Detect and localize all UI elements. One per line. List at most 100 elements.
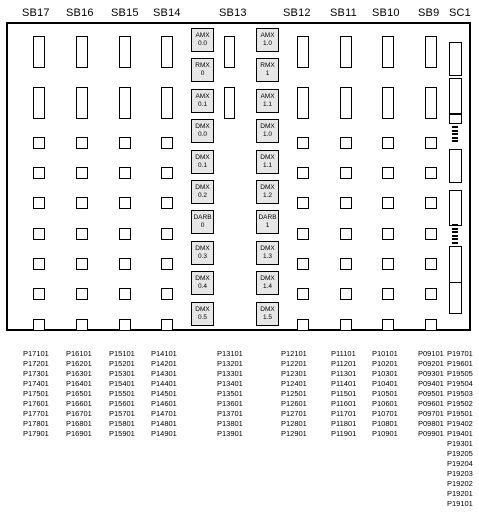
slot-sb15-9 bbox=[119, 319, 131, 331]
port-label: P19101 bbox=[447, 499, 473, 508]
slot-sb9-tall-2 bbox=[425, 87, 437, 119]
port-label: P15401 bbox=[109, 379, 135, 388]
slot-sb14-4 bbox=[161, 167, 173, 179]
port-label: P09801 bbox=[418, 419, 444, 428]
port-label: P12301 bbox=[281, 369, 307, 378]
slot-sb16-8 bbox=[76, 288, 88, 300]
module-index: 0.3 bbox=[197, 253, 208, 260]
port-label: P17801 bbox=[23, 419, 49, 428]
slot-sb11-8 bbox=[340, 288, 352, 300]
slot-header-sb17: SB17 bbox=[22, 7, 50, 19]
port-label: P10101 bbox=[372, 349, 398, 358]
module-name: DMX bbox=[195, 245, 210, 252]
port-label: P14901 bbox=[151, 429, 177, 438]
slot-sb9-7 bbox=[425, 258, 437, 270]
module-index: 0.2 bbox=[197, 192, 208, 199]
port-label: P14601 bbox=[151, 399, 177, 408]
slot-sb11-7 bbox=[340, 258, 352, 270]
port-label: P19301 bbox=[447, 439, 473, 448]
slot-sb16-tall-1 bbox=[76, 36, 88, 68]
slot-sb17-8 bbox=[33, 288, 45, 300]
module-index: 1.4 bbox=[262, 283, 273, 290]
port-label: P14501 bbox=[151, 389, 177, 398]
slot-sb10-tall-1 bbox=[382, 36, 394, 68]
slot-header-sb9: SB9 bbox=[418, 7, 440, 19]
slot-sb17-7 bbox=[33, 258, 45, 270]
slot-sb11-3 bbox=[340, 137, 352, 149]
port-label: P13401 bbox=[217, 379, 243, 388]
slot-sb9-4 bbox=[425, 167, 437, 179]
port-label: P19402 bbox=[447, 419, 473, 428]
port-label: P10701 bbox=[372, 409, 398, 418]
slot-sb15-tall-2 bbox=[119, 87, 131, 119]
slot-sb9-8 bbox=[425, 288, 437, 300]
port-label: P11401 bbox=[331, 379, 357, 388]
port-label: P09601 bbox=[418, 399, 444, 408]
port-label: P12201 bbox=[281, 359, 307, 368]
port-label: P17701 bbox=[23, 409, 49, 418]
port-label: P17301 bbox=[23, 369, 49, 378]
slot-sb17-5 bbox=[33, 197, 45, 209]
slot-sb12-7 bbox=[297, 258, 309, 270]
port-label: P16101 bbox=[66, 349, 92, 358]
module-name: AMX bbox=[260, 93, 275, 100]
slot-sb16-6 bbox=[76, 228, 88, 240]
slot-sb12-6 bbox=[297, 228, 309, 240]
port-label: P17201 bbox=[23, 359, 49, 368]
slot-sb10-7 bbox=[382, 258, 394, 270]
port-label: P15601 bbox=[109, 399, 135, 408]
slot-header-sb16: SB16 bbox=[66, 7, 94, 19]
module-index: 0 bbox=[200, 222, 205, 229]
sc1-connector-pin bbox=[452, 231, 458, 233]
port-label: P16501 bbox=[66, 389, 92, 398]
slot-sb12-tall-2 bbox=[297, 87, 309, 119]
port-label: P15301 bbox=[109, 369, 135, 378]
port-label: P15701 bbox=[109, 409, 135, 418]
port-label: P12701 bbox=[281, 409, 307, 418]
module-name: DMX bbox=[260, 275, 275, 282]
sc1-connector-pin bbox=[452, 140, 458, 142]
port-label: P11601 bbox=[331, 399, 357, 408]
sc1-connector-pin bbox=[452, 224, 458, 226]
port-label: P10501 bbox=[372, 389, 398, 398]
slot-sb9-6 bbox=[425, 228, 437, 240]
port-label: P10201 bbox=[372, 359, 398, 368]
module-name: DMX bbox=[260, 306, 275, 313]
slot-sb12-3 bbox=[297, 137, 309, 149]
port-label: P14301 bbox=[151, 369, 177, 378]
module-index: 0.4 bbox=[197, 283, 208, 290]
module-name: AMX bbox=[260, 32, 275, 39]
port-label: P13701 bbox=[217, 409, 243, 418]
port-label: P16201 bbox=[66, 359, 92, 368]
sc1-segment-2 bbox=[449, 78, 462, 114]
port-label: P16801 bbox=[66, 419, 92, 428]
port-label: P19202 bbox=[447, 479, 473, 488]
slot-sb14-5 bbox=[161, 197, 173, 209]
port-label: P09201 bbox=[418, 359, 444, 368]
port-label: P09701 bbox=[418, 409, 444, 418]
slot-header-sb14: SB14 bbox=[153, 7, 181, 19]
slot-sb15-4 bbox=[119, 167, 131, 179]
sc1-connector-pin bbox=[452, 234, 458, 237]
port-label: P17901 bbox=[23, 429, 49, 438]
port-label: P10801 bbox=[372, 419, 398, 428]
slot-sb17-tall-2 bbox=[33, 87, 45, 119]
module-index: 1.1 bbox=[262, 101, 273, 108]
module-index: 0.1 bbox=[197, 101, 208, 108]
module-index: 1 bbox=[265, 222, 270, 229]
slot-sb17-9 bbox=[33, 319, 45, 331]
slot-sb13-tall-2 bbox=[224, 87, 235, 119]
port-label: P12801 bbox=[281, 419, 307, 428]
